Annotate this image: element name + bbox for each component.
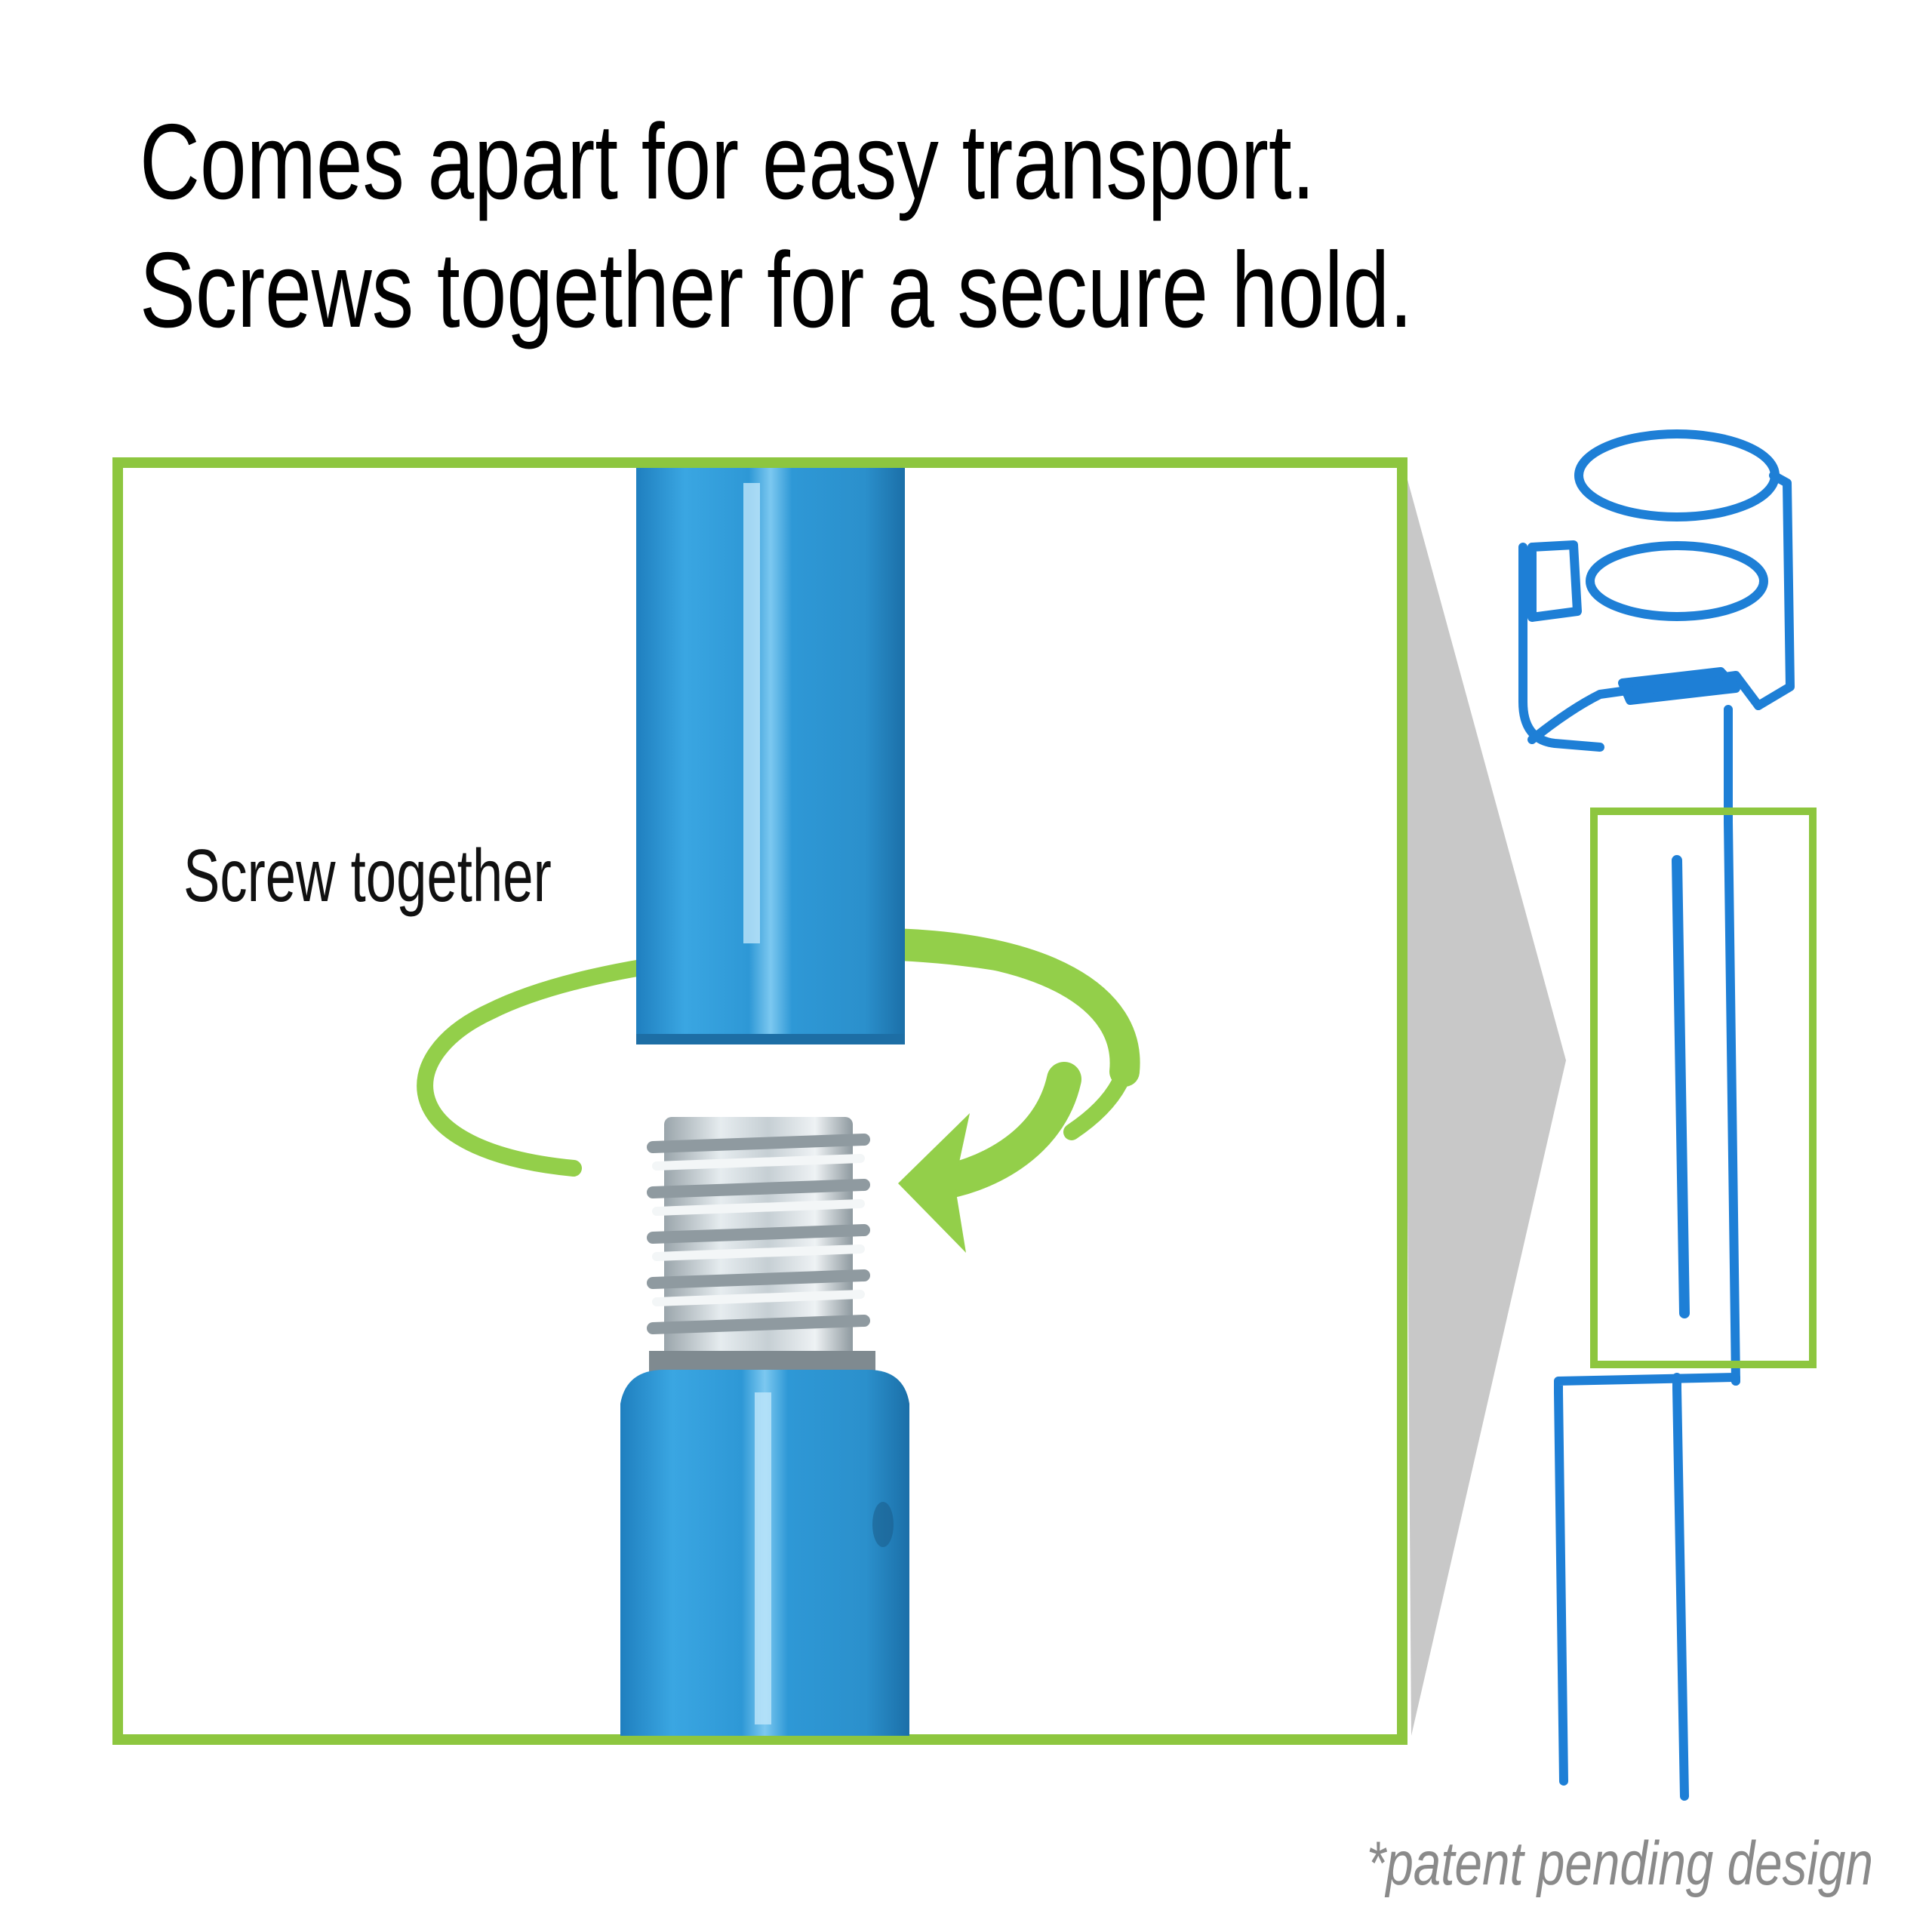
patent-pending-note: *patent pending design	[1366, 1829, 1873, 1898]
headline-line-1: Comes apart for easy transport.	[140, 102, 1315, 222]
upper-pole-segment	[636, 468, 905, 1044]
threaded-connector	[647, 1117, 875, 1381]
product-detail-highlight	[1590, 808, 1817, 1368]
curved-arrow-icon	[898, 1113, 970, 1253]
zoom-shadow	[1402, 460, 1566, 1736]
blue-wire-plant-stake	[1518, 429, 1795, 1801]
screw-together-label: Screw together	[183, 834, 552, 917]
rotation-arrow-back-inner	[875, 928, 1140, 1087]
headline-line-2: Screws together for a secure hold.	[140, 230, 1413, 350]
headline: Comes apart for easy transport. Screws t…	[140, 98, 1413, 355]
lower-pole-segment	[620, 1370, 909, 1736]
